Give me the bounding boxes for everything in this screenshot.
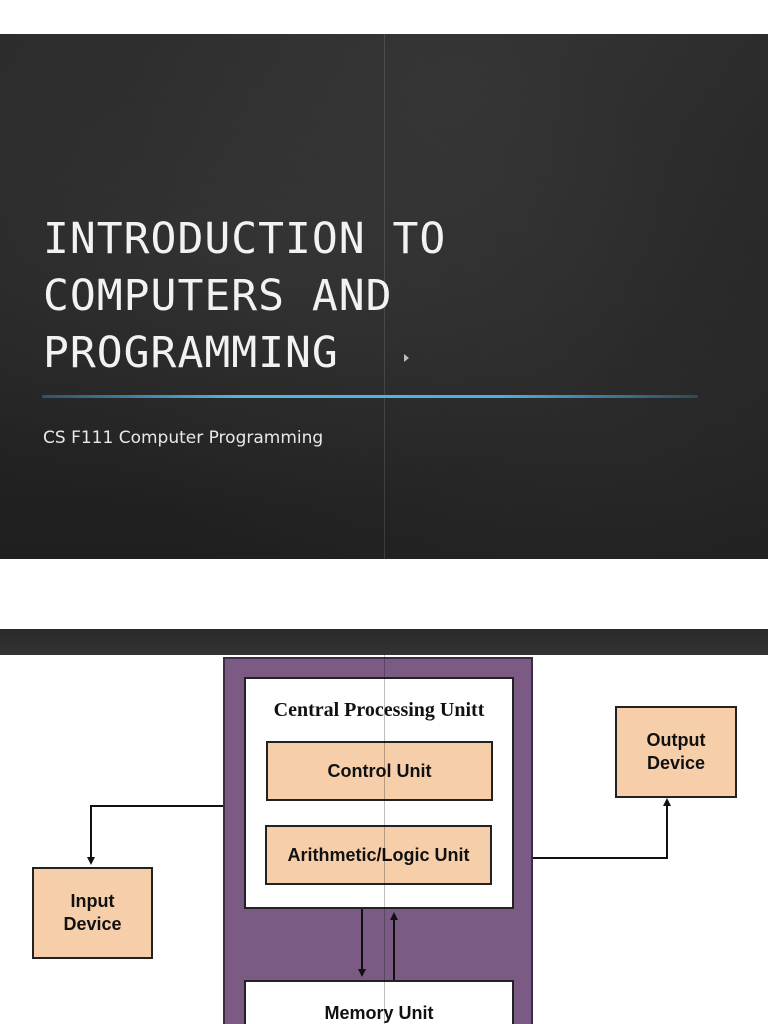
cpu-to-output-arrow: [533, 798, 671, 859]
input-device-label-line-2: Device: [63, 914, 122, 934]
input-device-box: Input Device: [32, 867, 153, 959]
slide-subtitle: CS F111 Computer Programming: [43, 428, 324, 448]
cpu-label: Central Processing Unitt: [273, 699, 485, 721]
memory-unit-box: [244, 980, 514, 1024]
alu-box: Arithmetic/Logic Unit: [265, 825, 492, 885]
control-unit-box: Control Unit: [266, 741, 493, 801]
output-device-label-line-2: Device: [646, 753, 706, 773]
output-device-label-line-1: Output: [646, 730, 706, 750]
memory-unit-label: Memory Unit: [324, 1003, 434, 1023]
cpu-to-input-arrow: [87, 805, 223, 865]
control-unit-label: Control Unit: [327, 760, 432, 781]
page-seam: [384, 34, 385, 559]
slide-title-line-3: PROGRAMMING: [43, 328, 339, 378]
page-seam: [384, 655, 385, 1024]
accent-divider: [42, 395, 698, 398]
slide2-header-strip: [0, 629, 768, 655]
input-device-label-line-1: Input: [70, 891, 115, 911]
alu-label: Arithmetic/Logic Unit: [287, 844, 470, 865]
title-slide: INTRODUCTION TO COMPUTERS AND PROGRAMMIN…: [0, 34, 768, 559]
bullet-arrow-icon: [404, 354, 409, 362]
architecture-diagram-slide: Central Processing Unitt Control Unit Ar…: [0, 655, 768, 1024]
slide-title-line-1: INTRODUCTION TO: [43, 214, 447, 264]
connection-arrows: [87, 798, 671, 980]
slide-title-line-2: COMPUTERS AND: [43, 271, 393, 321]
output-device-box: Output Device: [615, 706, 737, 798]
